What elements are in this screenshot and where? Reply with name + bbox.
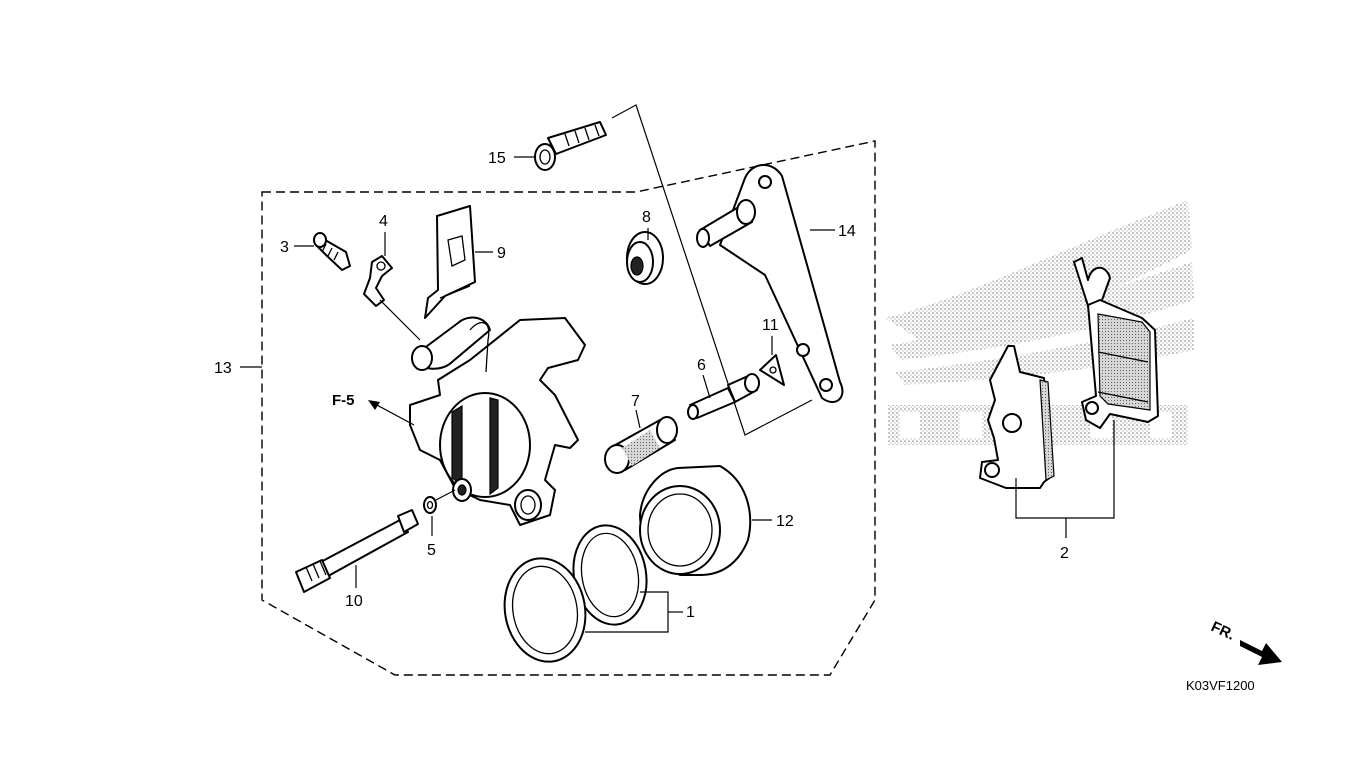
reference-arrow-line	[374, 403, 415, 426]
leader-6	[702, 374, 711, 399]
reference-label[interactable]: F-5	[332, 392, 355, 409]
callout-1: 1	[686, 604, 695, 621]
leader-5-to-body	[435, 489, 456, 501]
part-7-pin-boot[interactable]	[604, 416, 678, 474]
direction-arrow-icon	[1240, 640, 1282, 665]
part-13-caliper-body[interactable]	[409, 316, 586, 526]
callout-10: 10	[345, 593, 363, 610]
part-5-washer[interactable]	[423, 496, 437, 514]
part-4-bleeder-cap[interactable]	[363, 255, 393, 307]
part-12-piston[interactable]	[639, 465, 752, 576]
leader-4-to-body	[379, 299, 421, 341]
reference-arrow-head	[368, 400, 380, 410]
callout-5: 5	[427, 542, 436, 559]
callout-15: 15	[488, 150, 506, 167]
callout-9: 9	[497, 245, 506, 262]
leader-7	[635, 409, 641, 429]
part-10-pin-bolt[interactable]	[295, 509, 419, 593]
part-11-boot[interactable]	[759, 354, 785, 386]
callout-7: 7	[631, 393, 640, 410]
leader-15-to-bracket	[611, 104, 813, 436]
callout-13: 13	[214, 360, 232, 377]
diagram-code: K03VF1200	[1186, 678, 1255, 693]
callout-12: 12	[776, 513, 794, 530]
part-8-boot[interactable]	[626, 231, 664, 285]
part-15-bolt[interactable]	[534, 121, 607, 171]
callout-3: 3	[280, 239, 289, 256]
callout-6: 6	[697, 357, 706, 374]
callout-2: 2	[1060, 545, 1069, 562]
part-6-pin[interactable]	[687, 373, 760, 420]
part-14-bracket[interactable]	[696, 164, 844, 403]
leader-2	[1015, 420, 1115, 519]
part-2-pad-set[interactable]	[979, 257, 1159, 489]
direction-indicator: FR.	[1208, 618, 1282, 665]
direction-label: FR.	[1208, 618, 1237, 644]
callout-11: 11	[762, 317, 779, 334]
callout-8: 8	[642, 209, 651, 226]
part-9-pad-spring[interactable]	[424, 205, 476, 319]
part-1-seals[interactable]	[497, 520, 655, 669]
caliper-assembly-outline	[261, 140, 876, 676]
part-3-bleeder-valve[interactable]	[313, 232, 351, 271]
callout-14: 14	[838, 223, 856, 240]
callout-4: 4	[379, 213, 388, 230]
